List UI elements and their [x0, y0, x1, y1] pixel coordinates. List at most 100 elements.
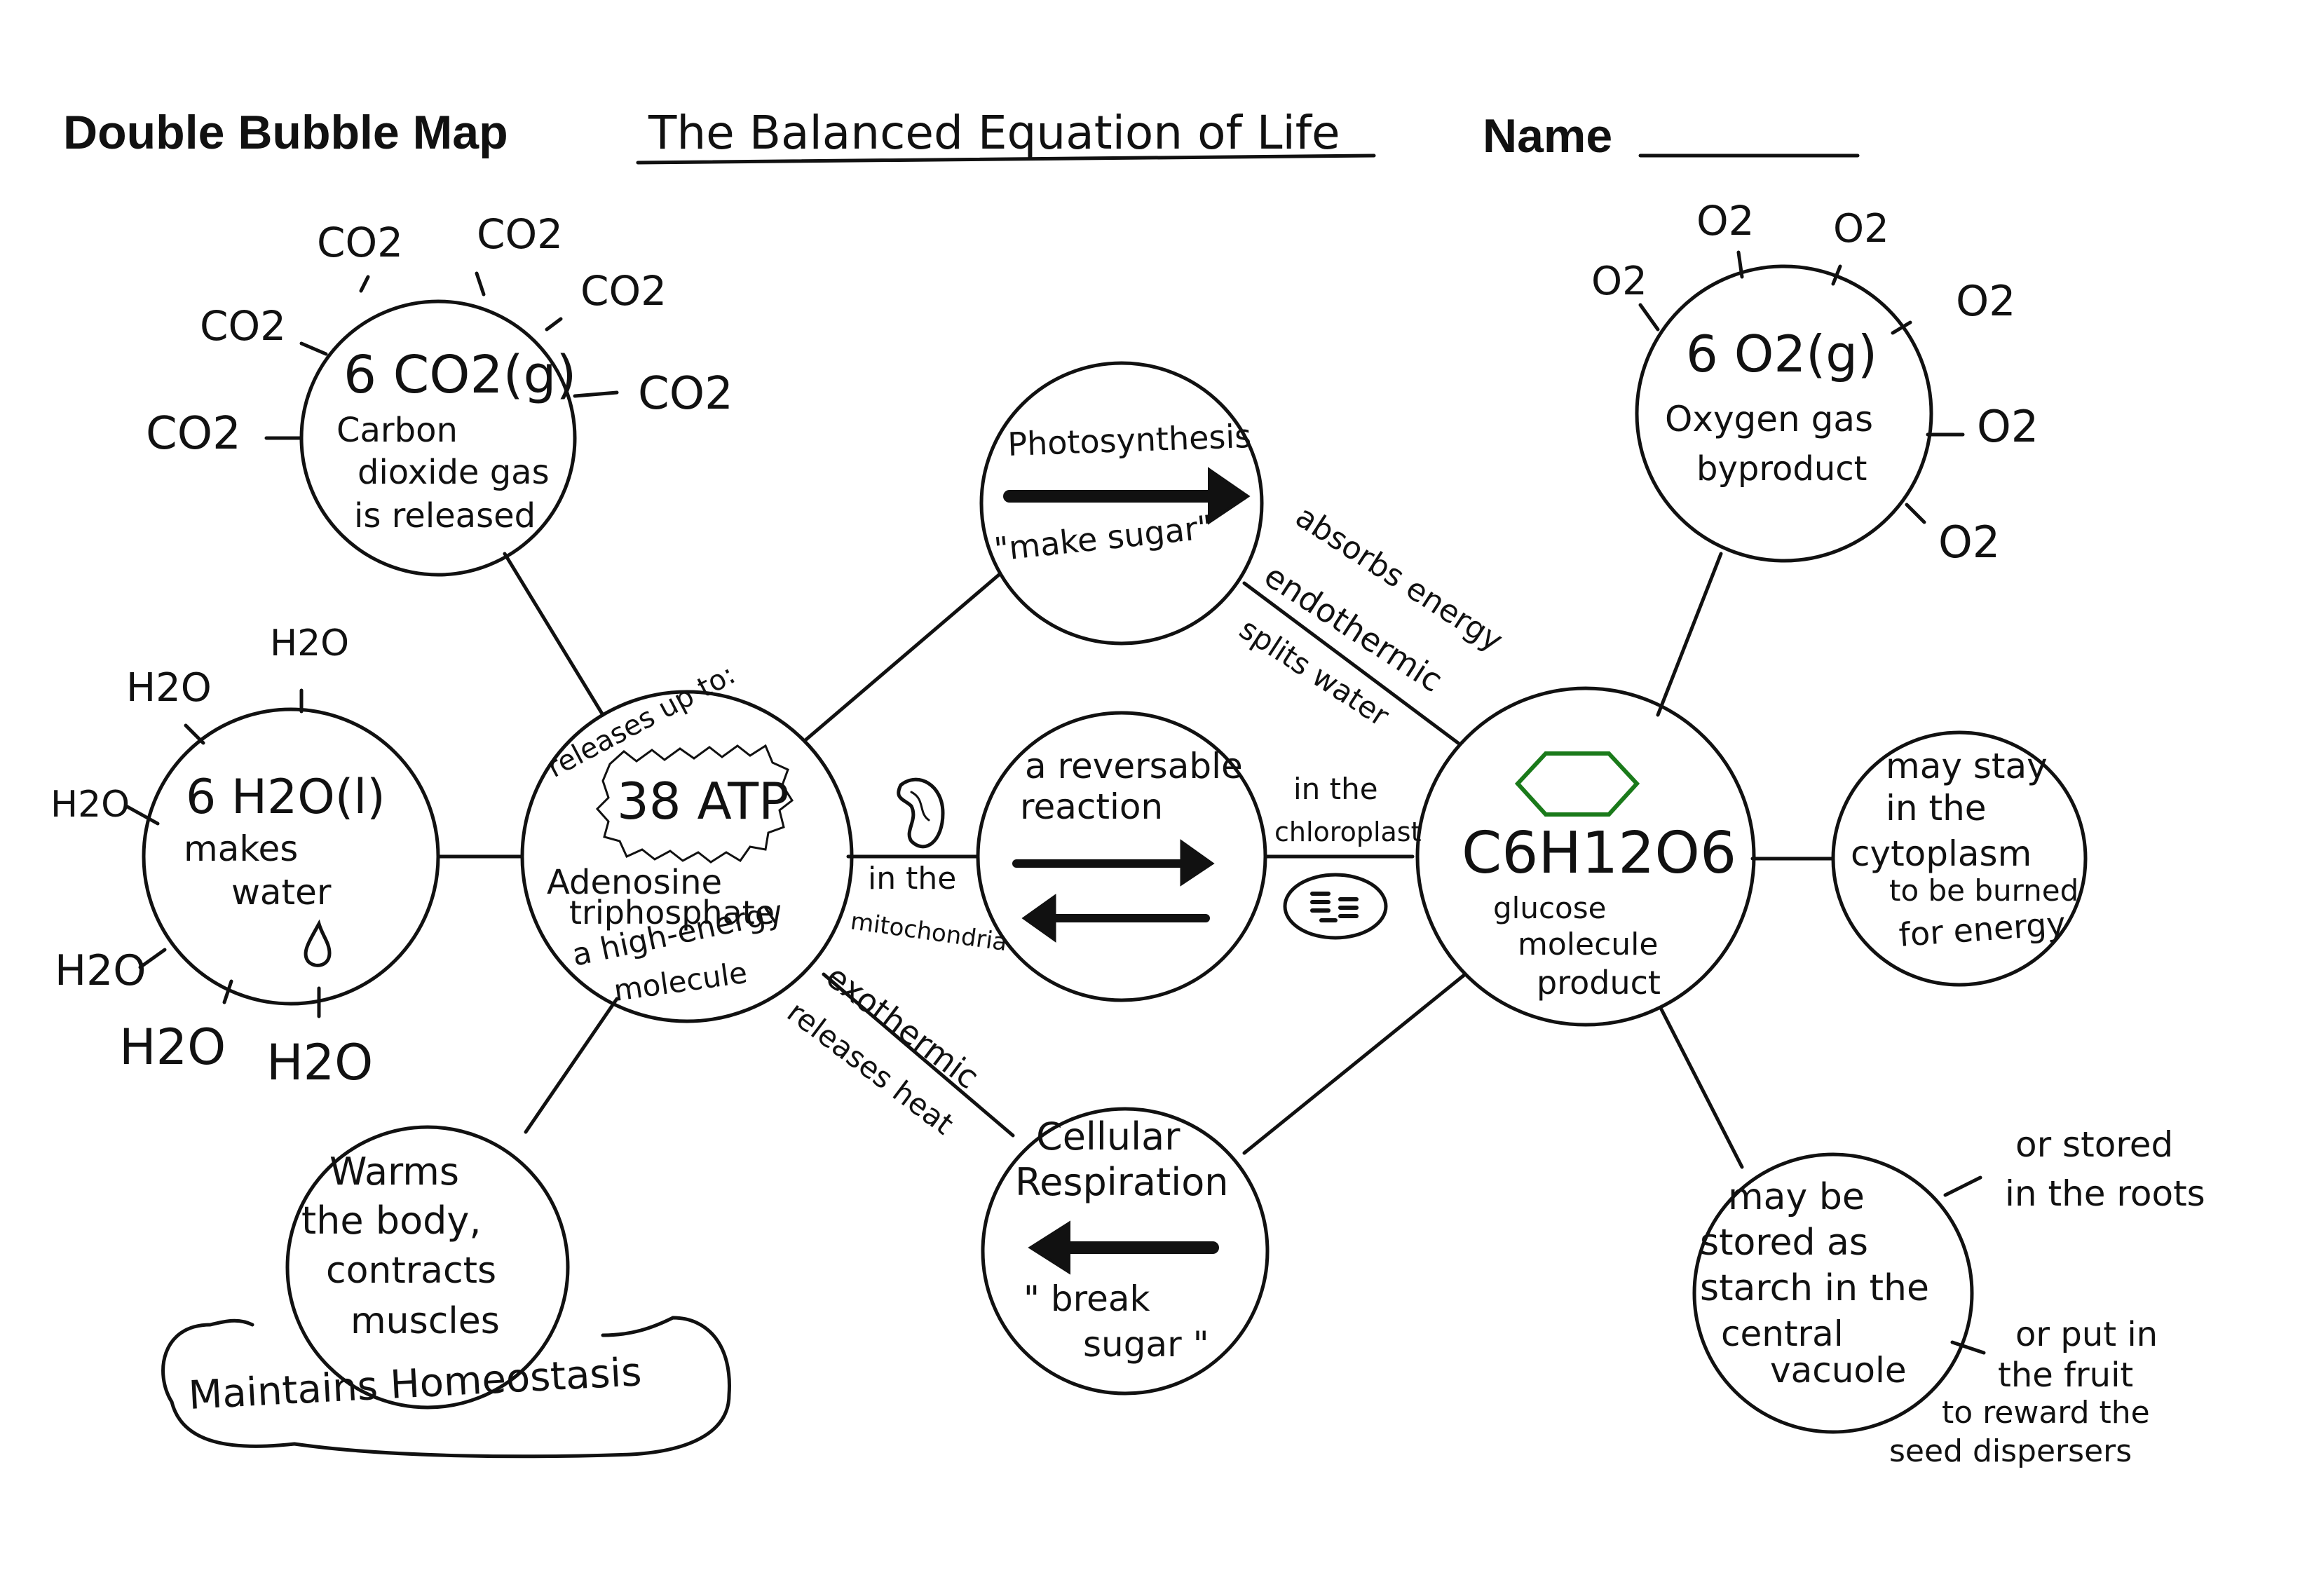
warms-line: Warms [329, 1150, 459, 1194]
o2-satellite: O2 [1977, 401, 2039, 452]
warms-bubble [285, 1125, 570, 1410]
glucose-line: glucose [1493, 891, 1606, 925]
chloroplast-icon [1283, 873, 1388, 940]
h2o-tick [222, 979, 233, 1004]
map-type-heading: Double Bubble Map [63, 106, 508, 159]
co2-bubble [299, 299, 577, 577]
co2-satellite: CO2 [317, 219, 403, 266]
atp-bubble [520, 690, 854, 1023]
cytoplasm-line: may stay [1886, 746, 2048, 786]
link-atp-co2 [503, 552, 605, 717]
reversible-bubble [976, 711, 1267, 1002]
warms-line: contracts [326, 1250, 496, 1292]
o2-satellite: O2 [1696, 197, 1755, 245]
atp-line: Adenosine [547, 863, 722, 902]
reversible-arrows-icon [1012, 839, 1215, 943]
mitochondria-icon [897, 777, 945, 849]
chloroplast-thylakoids [1310, 892, 1359, 922]
o2-satellite: O2 [1938, 517, 2000, 568]
co2-line: is released [354, 496, 536, 536]
o2-tick [1891, 320, 1912, 335]
co2-tick [475, 271, 486, 296]
o2-satellite: O2 [1956, 277, 2015, 326]
h2o-satellite: H2O [270, 622, 349, 664]
warms-line: muscles [351, 1300, 500, 1342]
co2-satellite: CO2 [638, 368, 733, 420]
forward-arrow-icon [1003, 467, 1251, 525]
respiration-subtitle: sugar " [1083, 1324, 1209, 1365]
atp-formula: 38 ATP [617, 772, 789, 831]
respiration-line: Cellular [1036, 1114, 1180, 1159]
photosynthesis-bubble [979, 361, 1264, 646]
h2o-satellite: H2O [50, 784, 130, 826]
roots-label: or stored [2015, 1124, 2173, 1165]
chloroplast-label: chloroplast [1274, 817, 1421, 847]
o2-bubble [1635, 264, 1933, 563]
atp-line: molecule [612, 955, 749, 1008]
name-label: Name [1483, 109, 1613, 163]
co2-tick [299, 341, 328, 356]
h2o-bubble [142, 707, 440, 1006]
h2o-tick [124, 804, 160, 826]
atp-line: triphosphate [569, 894, 775, 932]
co2-satellite: CO2 [146, 408, 241, 460]
reversible-line: a reversable [1025, 746, 1243, 786]
starch-line: stored as [1700, 1222, 1868, 1264]
glucose-bubble [1415, 686, 1756, 1027]
warms-line: the body, [301, 1199, 482, 1243]
starch-line: central [1721, 1314, 1844, 1354]
cytoplasm-line: in the [1886, 788, 1987, 828]
glucose-hexagon-icon [1514, 751, 1640, 817]
fruit-label: seed dispersers [1889, 1433, 2132, 1469]
link-photosynthesis-glucose [1242, 581, 1460, 745]
cytoplasm-line: to be burned [1889, 873, 2078, 908]
backward-arrow-icon [1028, 1220, 1219, 1275]
mitochondria-label: in the [868, 861, 956, 896]
h2o-line: water [231, 872, 332, 913]
h2o-satellite: H2O [266, 1034, 373, 1091]
water-drop-icon [304, 919, 332, 967]
co2-satellite: CO2 [200, 302, 286, 350]
photosynthesis-title: Photosynthesis [1007, 417, 1251, 463]
title-underline [636, 154, 1376, 165]
homeostasis-cloud [161, 1316, 731, 1459]
link-atp-photosynthesis [804, 573, 1001, 742]
link-respiration-glucose [1242, 972, 1467, 1155]
o2-satellite: O2 [1591, 259, 1647, 304]
glucose-line: product [1537, 964, 1661, 1002]
link-glucose-starch [1659, 1007, 1744, 1169]
h2o-line: makes [184, 828, 298, 869]
starch-line: starch in the [1700, 1267, 1929, 1309]
o2-tick [1638, 303, 1660, 332]
link-atp-respiration [822, 972, 1015, 1138]
photosynthesis-subtitle: "make sugar" [993, 508, 1215, 568]
starch-line: may be [1728, 1176, 1865, 1218]
co2-formula: 6 CO2(g) [343, 345, 576, 405]
fruit-label: the fruit [1998, 1356, 2133, 1395]
o2-satellite: O2 [1833, 206, 1889, 252]
respiration-subtitle: " break [1023, 1278, 1150, 1319]
glucose-line: molecule [1518, 927, 1658, 962]
o2-line: byproduct [1696, 449, 1867, 489]
mitochondria-cristae [910, 791, 930, 821]
link-starch-fruit [1950, 1340, 1986, 1355]
starch-line: vacuole [1770, 1350, 1907, 1391]
link-glucose-o2 [1656, 552, 1723, 717]
mitochondria-label: mitochondria [849, 907, 1009, 957]
cytoplasm-line: for energy [1898, 904, 2067, 953]
co2-tick [359, 275, 370, 293]
glucose-formula: C6H12O6 [1462, 820, 1736, 887]
starch-bubble [1692, 1152, 1974, 1434]
cytoplasm-line: cytoplasm [1851, 833, 2032, 874]
atp-burst [595, 744, 794, 864]
link-atp-warms [524, 997, 619, 1134]
respiration-bubble [981, 1107, 1270, 1396]
h2o-satellite: H2O [126, 665, 212, 711]
o2-line: Oxygen gas [1665, 399, 1873, 439]
co2-line: dioxide gas [358, 453, 550, 492]
atp-top-text: releases up to: [542, 658, 740, 784]
h2o-satellite: H2O [119, 1018, 226, 1076]
co2-tick [545, 317, 563, 332]
respiration-line: Respiration [1015, 1160, 1228, 1204]
link-starch-roots [1943, 1175, 1982, 1197]
